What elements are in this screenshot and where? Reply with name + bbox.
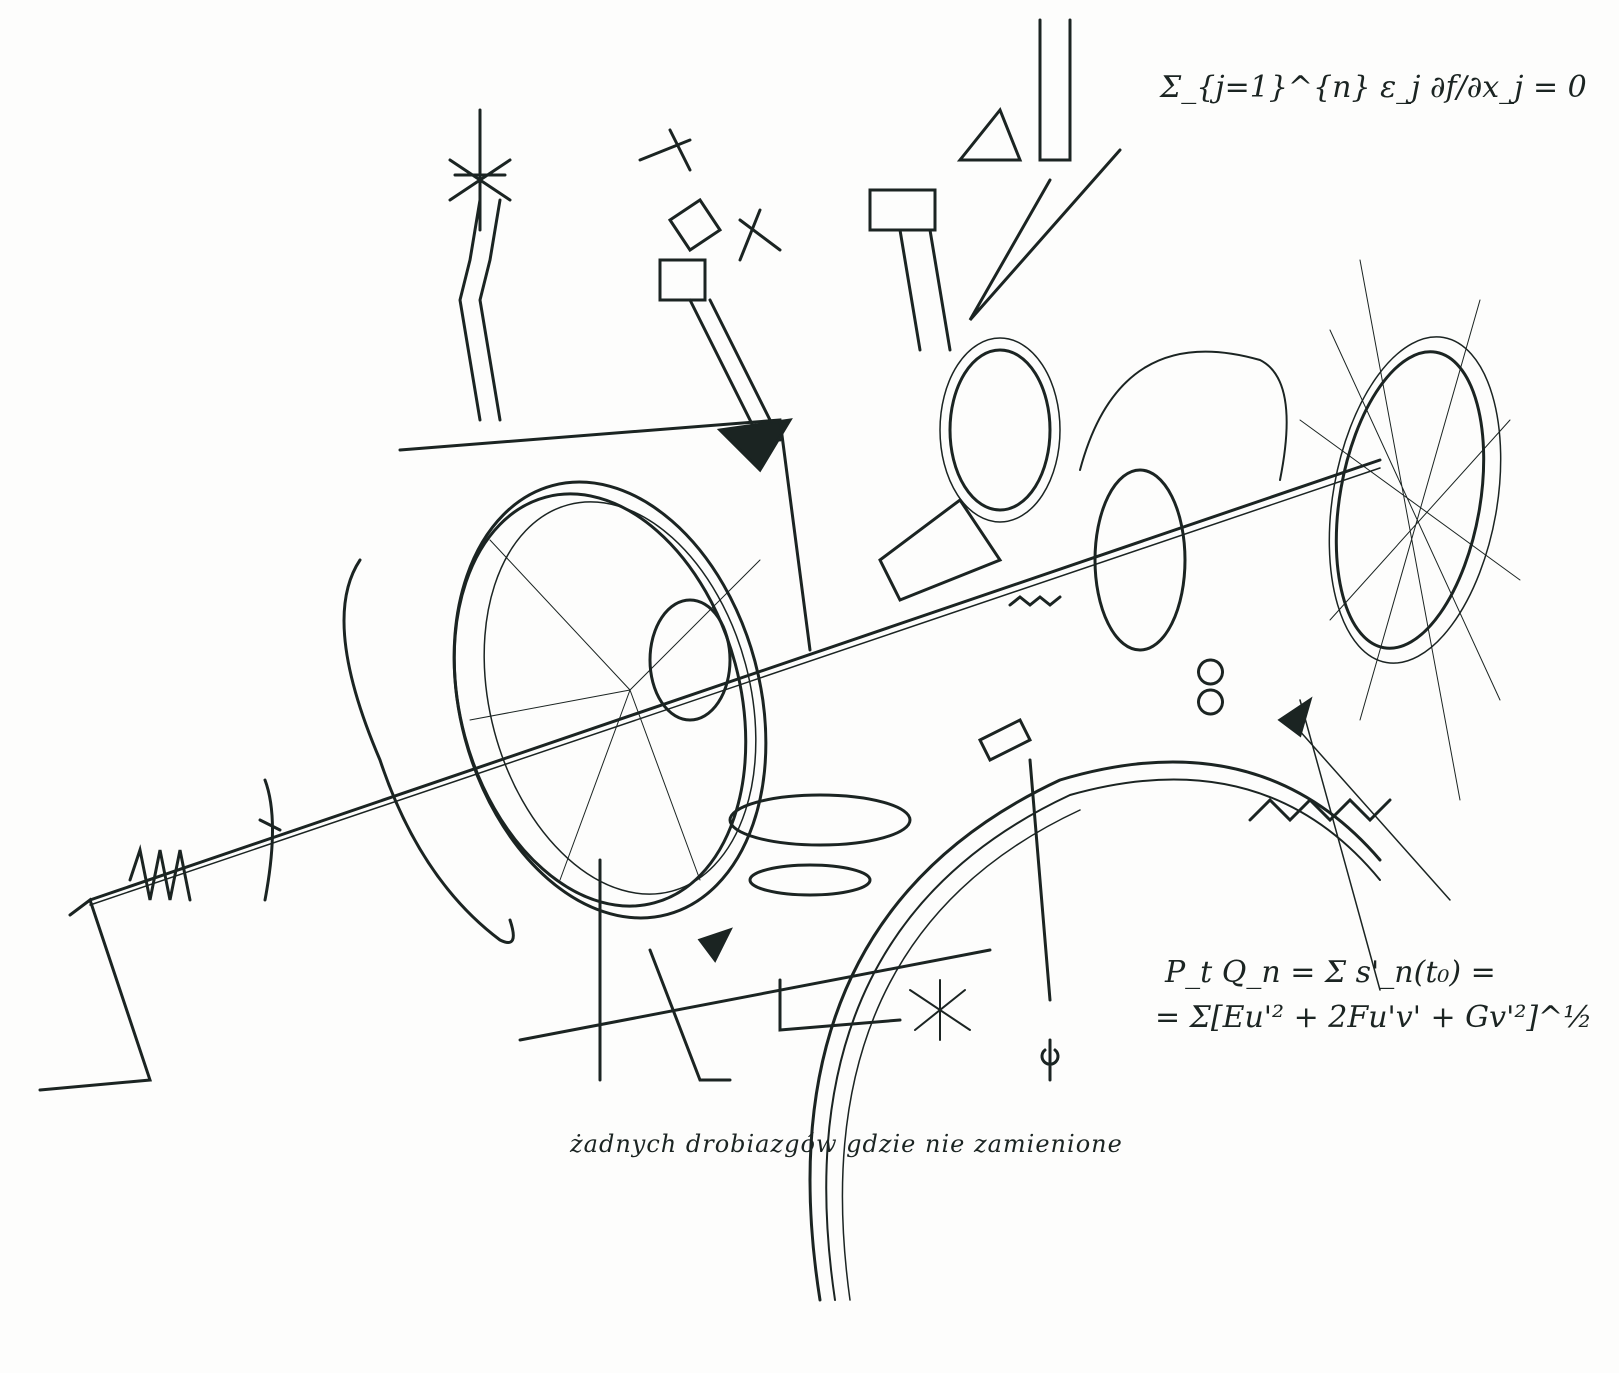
equation-first-fundamental-form: = Σ[Eu'² + 2Fu'v' + Gv'²]^½ (1155, 1000, 1593, 1035)
equation-arc-length: P_t Q_n = Σ s'_n(t₀) = (1165, 955, 1496, 990)
upper-disc (948, 348, 1052, 512)
handwritten-caption: żadnych drobiazgów gdzie nie zamienione (570, 1130, 1123, 1158)
right-wheel (1334, 350, 1486, 650)
upper-tower (868, 18, 1072, 232)
main-axle (88, 458, 1382, 902)
large-wheel (452, 480, 768, 920)
triangle-marker-2 (1277, 696, 1313, 738)
lower-arc (808, 760, 1382, 1302)
triangle-marker (716, 418, 793, 473)
middle-mast (658, 197, 782, 442)
left-mast (458, 198, 502, 422)
middle-disc (1093, 468, 1187, 652)
crank (38, 897, 153, 1092)
equation-sum: Σ_{j=1}^{n} ε_j ∂f/∂x_j = 0 (1160, 70, 1587, 105)
